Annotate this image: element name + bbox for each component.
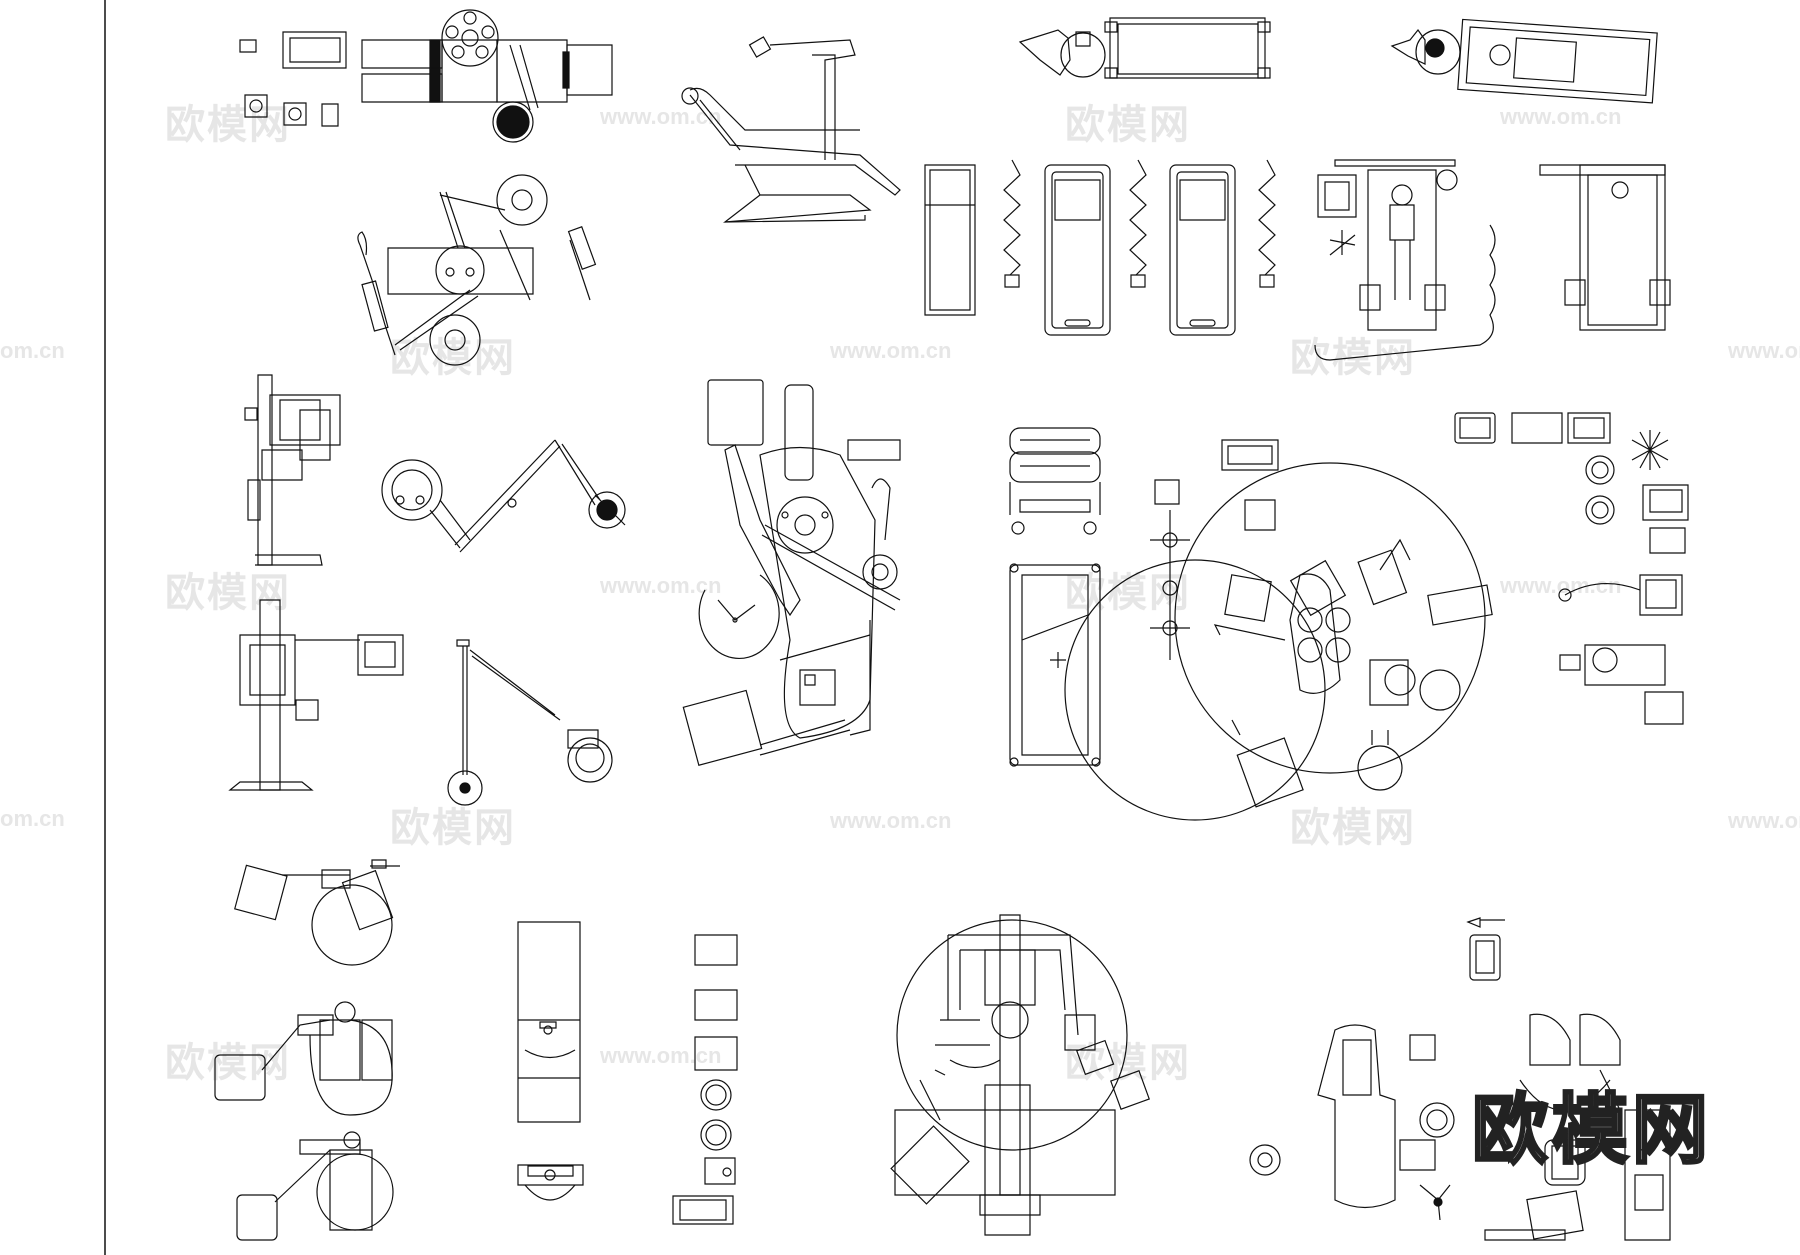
watermark-url: www.om.cn [830,808,952,833]
watermark-url: www.om.cn [600,573,722,598]
operating-light-arm-2 [382,440,625,552]
chair-set-bottom-right [1250,918,1670,1240]
treatment-table-2 [1170,165,1235,335]
dental-chair-side [682,37,900,222]
operating-light-arm [358,175,596,365]
watermark-url: www.om.cn [1500,104,1622,129]
watermark-brand: 欧模网 [1065,570,1191,616]
watermark-brand: 欧模网 [165,102,291,148]
dental-chair-plan [1020,18,1270,78]
dental-chair-plan-patient [1392,19,1657,102]
operatory-clearance-layout [1065,440,1492,820]
stretcher-plan [1010,564,1100,766]
watermark-url: om.cn [0,806,65,831]
watermark-url: www.om.cn [1728,338,1800,363]
operatory-plan-circle [891,915,1149,1235]
dental-chair-articulated-plan [683,380,900,765]
watermark-url: www.om.cn [1728,808,1800,833]
xray-unit-side [245,375,340,565]
brand-logo: 欧模网 [1471,1084,1712,1176]
dental-unit-topview [240,10,612,142]
watermark-brand: 欧模网 [1065,102,1191,148]
wall-light-plan-1 [235,860,400,965]
watermark-brand: 欧模网 [1290,805,1416,851]
equipment-cluster-right [1455,413,1688,724]
tall-cabinet-sink [518,922,580,1122]
watermark-brand: 欧模网 [165,570,291,616]
panoramic-xray-front [230,600,403,790]
wall-light-plan-2 [215,1002,392,1115]
watermark-brand: 欧模网 [390,805,516,851]
mobile-cart [1010,428,1100,534]
sink-plan [518,1165,583,1200]
watermark-url: www.om.cn [600,1043,722,1068]
treatment-table-1 [1045,165,1110,335]
spring-cord-1 [1004,160,1020,287]
spring-cord-2 [1130,160,1146,287]
spring-cord-3 [1259,160,1275,287]
chair-plan-right [1540,165,1670,330]
chair-operator-plan [1315,160,1495,360]
wall-light-plan-3 [237,1132,393,1240]
operating-light-pendant [448,640,612,805]
accessory-column [673,935,737,1224]
watermark-url: om.cn [0,338,65,363]
cabinet-unit-1 [925,165,975,315]
watermark-url: www.om.cn [830,338,952,363]
watermark-url: www.om.cn [1500,573,1622,598]
